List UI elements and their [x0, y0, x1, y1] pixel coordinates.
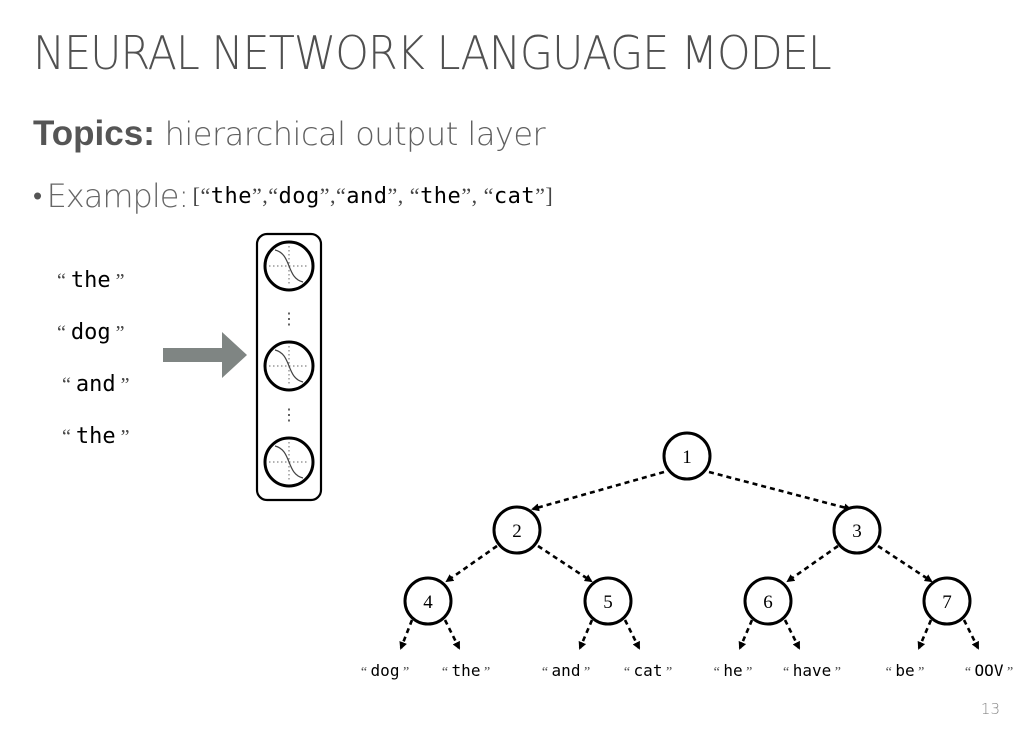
sigmoid-unit-icon: [263, 240, 315, 292]
example-word: the: [210, 184, 252, 209]
leaf-label: “ he ”: [714, 661, 753, 680]
slide-title: NEURAL NETWORK LANGUAGE MODEL: [33, 26, 832, 80]
leaf-label: “ have ”: [783, 661, 841, 680]
svg-text:1: 1: [682, 447, 692, 468]
tree-edge: [531, 470, 665, 512]
topics-label: Topics:: [33, 114, 155, 153]
input-word: “ and ”: [62, 372, 130, 397]
tree-edge: [623, 619, 641, 650]
svg-text:2: 2: [512, 521, 522, 542]
leaf-label: “ dog ”: [361, 661, 409, 680]
example-label: Example:: [46, 177, 190, 215]
right-arrow-icon: [163, 332, 247, 378]
tree-edge: [445, 544, 498, 583]
svg-text:4: 4: [423, 592, 433, 613]
svg-text:7: 7: [942, 592, 952, 613]
topics-value: hierarchical output layer: [164, 115, 546, 153]
bullet-icon: •: [33, 180, 43, 211]
hidden-layer-box: [255, 232, 323, 502]
tree-edge: [578, 619, 594, 650]
page-number: 13: [980, 700, 1000, 718]
tree-edge: [877, 544, 933, 583]
leaf-label: “ and ”: [542, 661, 590, 680]
svg-text:6: 6: [763, 592, 773, 613]
tree-edge: [738, 619, 754, 650]
tree-edge: [917, 619, 933, 650]
tree-edge: [962, 619, 980, 650]
tree-nodes: 1 2 3 4 5 6 7: [403, 431, 972, 626]
example-word: the: [420, 184, 462, 209]
tree-node: 1: [662, 431, 712, 481]
tree-node: 7: [922, 576, 972, 626]
tree-edge: [443, 619, 461, 650]
input-word: “ the ”: [62, 424, 130, 449]
tree-edge: [786, 544, 839, 583]
tree-leaves: “ dog ” “ the ” “ and ” “ cat ” “ he ” “…: [361, 661, 1013, 680]
ellipsis-icon: ⋮: [281, 311, 297, 328]
example-sequence: [“the”,“dog”,“and”, “the”, “cat”]: [192, 183, 554, 209]
example-word: and: [346, 184, 388, 209]
svg-text:5: 5: [603, 592, 613, 613]
tree-node: 4: [403, 576, 453, 626]
hidden-layer: ⋮ ⋮: [255, 232, 323, 502]
example-word: cat: [493, 184, 536, 209]
tree-edges: [399, 470, 980, 650]
leaf-label: “ cat ”: [624, 661, 672, 680]
tree-edge: [783, 619, 801, 650]
input-word: “ the ”: [57, 268, 125, 293]
tree-node: 2: [492, 505, 542, 555]
input-word: “ dog ”: [57, 320, 125, 345]
example-word: dog: [278, 184, 320, 209]
topics-line: Topics: hierarchical output layer: [33, 114, 546, 154]
leaf-label: “ the ”: [442, 661, 490, 680]
tree-edge: [399, 619, 414, 650]
leaf-label: “ be ”: [886, 661, 925, 680]
sigmoid-unit-icon: [263, 340, 315, 392]
example-line: • Example: [“the”,“dog”,“and”, “the”, “c…: [33, 177, 553, 215]
tree-node: 6: [743, 576, 793, 626]
input-word-list: “ the ” “ dog ” “ and ” “ the ”: [57, 268, 130, 449]
tree-edge: [537, 544, 593, 583]
sigmoid-unit-icon: [263, 436, 315, 488]
tree-edge: [708, 470, 852, 512]
leaf-label: “ OOV ”: [965, 661, 1013, 680]
svg-text:3: 3: [852, 521, 862, 542]
tree-node: 5: [583, 576, 633, 626]
ellipsis-icon: ⋮: [281, 407, 297, 424]
tree-node: 3: [832, 505, 882, 555]
